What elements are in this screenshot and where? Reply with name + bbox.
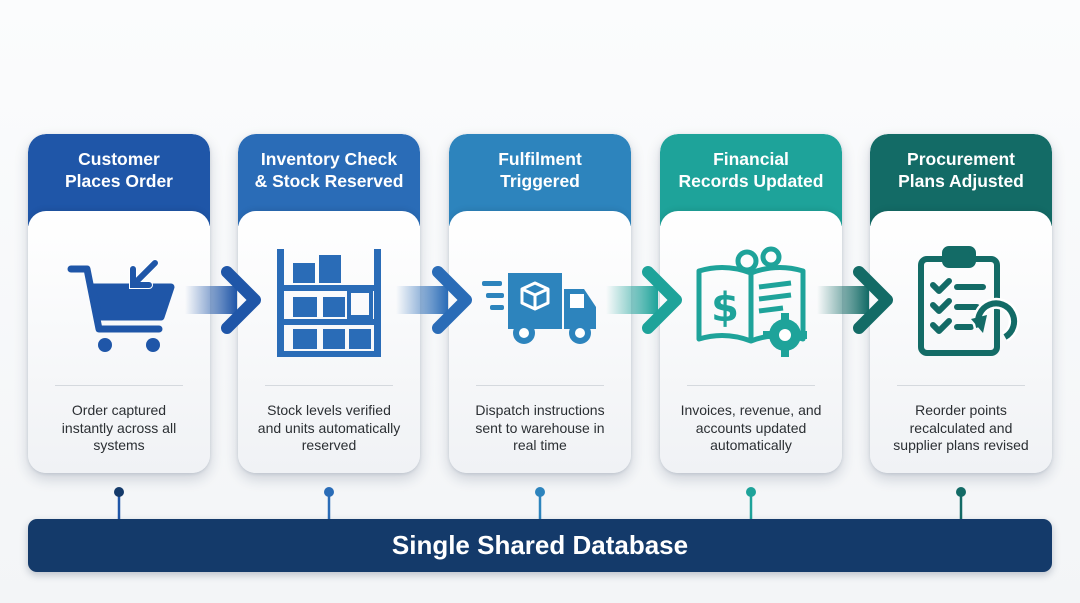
db-connector-3	[535, 487, 545, 520]
delivery-truck-icon	[482, 273, 596, 344]
step-title: Financial Records Updated	[678, 149, 824, 191]
step-description: Reorder points recalculated and supplier…	[893, 402, 1029, 453]
step-header: Inventory Check & Stock Reserved	[238, 134, 420, 226]
step-description: Invoices, revenue, and accounts updated …	[680, 402, 822, 453]
db-connector-5	[956, 487, 966, 520]
step-title: Inventory Check & Stock Reserved	[254, 149, 404, 191]
step-body	[28, 211, 210, 473]
step-header: Financial Records Updated	[660, 134, 842, 226]
step-header: Fulfilment Triggered	[449, 134, 631, 226]
flow-arrow-3	[606, 266, 682, 334]
step-divider	[897, 385, 1025, 386]
flow-arrow-4	[817, 266, 893, 334]
step-card-financial-records-updated: Financial Records Updated $	[660, 134, 842, 473]
ledger-gears-icon: $	[696, 246, 807, 357]
clipboard-checklist-icon	[918, 246, 1020, 356]
step-divider	[476, 385, 604, 386]
step-description: Stock levels verified and units automati…	[257, 402, 401, 453]
step-card-procurement-plans-adjusted: Procurement Plans Adjusted Reorder point…	[870, 134, 1052, 473]
step-header: Customer Places Order	[28, 134, 210, 226]
flow-arrow-2	[396, 266, 472, 334]
step-divider	[265, 385, 393, 386]
step-body	[449, 211, 631, 473]
step-card-fulfilment-triggered: Fulfilment Triggered	[449, 134, 631, 473]
step-divider	[687, 385, 815, 386]
shared-database-bar: Single Shared Database	[28, 519, 1052, 572]
svg-text:$: $	[711, 285, 739, 331]
db-connector-2	[324, 487, 334, 520]
db-connector-1	[114, 487, 124, 520]
step-card-customer-places-order: Customer Places Order Order captured	[28, 134, 210, 473]
step-title: Procurement Plans Adjusted	[898, 149, 1024, 191]
db-connector-4	[746, 487, 756, 520]
shared-database-label: Single Shared Database	[391, 530, 689, 560]
step-card-inventory-check: Inventory Check & Stock Reserved	[238, 134, 420, 473]
flow-arrow-1	[185, 266, 261, 334]
step-divider	[55, 385, 183, 386]
step-description: Dispatch instructions sent to warehouse …	[475, 402, 605, 453]
step-header: Procurement Plans Adjusted	[870, 134, 1052, 226]
step-title: Customer Places Order	[65, 149, 173, 191]
warehouse-shelves-icon	[277, 249, 381, 357]
step-description: Order captured instantly across all syst…	[61, 402, 177, 453]
step-title: Fulfilment Triggered	[498, 149, 582, 191]
shopping-cart-icon	[67, 259, 175, 352]
